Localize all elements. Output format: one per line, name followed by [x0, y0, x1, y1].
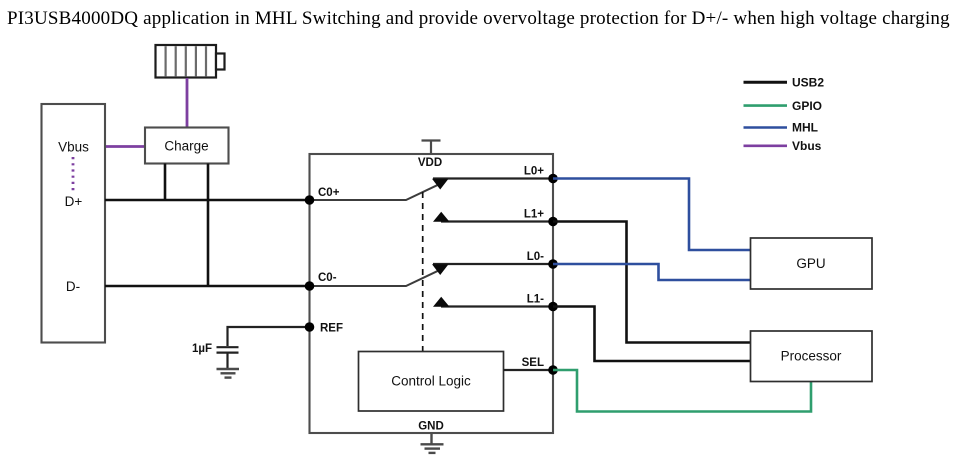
pin-gnd-label: GND [418, 421, 444, 433]
charge-block: Charge [143, 126, 230, 165]
charge-box [143, 126, 230, 165]
legend-vbus-label: Vbus [792, 139, 822, 153]
contact-arrow-l0minus [432, 264, 449, 275]
gpu-label: GPU [796, 256, 825, 271]
legend: USB2 GPIO MHL Vbus [743, 76, 824, 153]
control-logic-label: Control Logic [391, 374, 471, 389]
processor-label: Processor [781, 349, 842, 364]
switch-arm-c0plus [309, 183, 439, 201]
pin-sel-label: SEL [522, 357, 544, 369]
switch-c0minus [309, 262, 553, 308]
wire-ref-to-cap [226, 325, 310, 346]
pin-vdd-label: VDD [418, 157, 442, 169]
contact-arrow-l1minus [433, 296, 450, 307]
pin-ref-label: REF [320, 323, 343, 335]
battery-terminal [214, 52, 226, 71]
legend-mhl-label: MHL [792, 121, 818, 135]
pin-c0plus-label: C0+ [318, 187, 340, 199]
ground-icon [216, 367, 239, 379]
pin-dot-ref [304, 322, 315, 332]
connector-dminus-label: D- [66, 279, 80, 294]
battery-icon [154, 43, 226, 79]
gnd-ground-icon [420, 433, 444, 455]
cap-value-label: 1µF [192, 343, 212, 355]
connector-dplus-label: D+ [65, 194, 83, 209]
wire-sel-gpio [553, 368, 813, 413]
contact-arrow-l1plus [433, 211, 450, 222]
gpu-box [749, 237, 873, 290]
wire-l1plus-usb2 [553, 220, 751, 344]
connector-box [40, 102, 107, 344]
pin-dot-c0plus [304, 195, 315, 205]
vdd-power-icon [421, 139, 441, 154]
pin-l0plus-label: L0+ [524, 166, 544, 178]
contact-arrow-l0plus [432, 178, 449, 190]
ic-pi3usb4000dq: VDD C0+ C0- REF L0+ L1+ L0- L1- SEL GND [304, 139, 558, 455]
processor-block: Processor [749, 330, 873, 383]
pin-l1plus-label: L1+ [524, 209, 544, 221]
pin-dot-c0minus [304, 281, 315, 291]
gpu-block: GPU [749, 237, 873, 290]
pin-l1minus-label: L1- [527, 294, 544, 306]
pin-l0minus-label: L0- [527, 251, 544, 263]
pin-c0minus-label: C0- [318, 272, 337, 284]
wire-l1minus-usb2 [553, 305, 751, 363]
diagram-title: PI3USB4000DQ application in MHL Switchin… [7, 8, 950, 29]
legend-gpio-label: GPIO [792, 99, 822, 113]
switch-c0plus [309, 177, 553, 223]
processor-box [749, 330, 873, 383]
legend-usb2-label: USB2 [792, 76, 824, 90]
connector-vbus-label: Vbus [58, 140, 89, 155]
control-logic-box [357, 350, 505, 412]
wire-l0minus-mhl [553, 262, 751, 282]
ref-capacitor: 1µF [192, 325, 310, 379]
source-connector: Vbus D+ D- [40, 102, 107, 344]
wire-l0plus-mhl [553, 177, 751, 252]
switch-arm-c0minus [309, 269, 439, 287]
charge-label: Charge [164, 139, 208, 154]
